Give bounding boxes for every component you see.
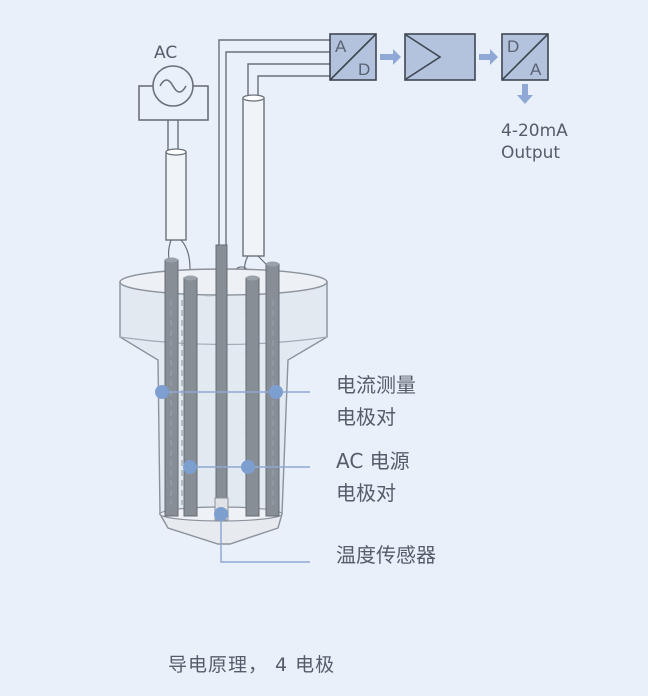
signal-wires — [218, 39, 330, 245]
output-line1: 4-20mA — [501, 121, 568, 141]
current-electrode-label-1: 电流测量 — [336, 373, 416, 397]
ac-electrode-label-1: AC 电源 — [336, 449, 410, 473]
marker-dot — [269, 385, 283, 399]
amplifier-block — [404, 33, 476, 81]
electrodes — [164, 244, 280, 521]
marker-dot — [241, 460, 255, 474]
measurement-cable-tube — [242, 94, 265, 257]
ad-top-label: A — [335, 37, 347, 56]
ac-electrode-label-2: 电极对 — [336, 481, 396, 505]
ac-label: AC — [154, 43, 177, 63]
arrow-right-icon — [479, 49, 498, 65]
da-top-label: D — [507, 37, 519, 56]
marker-dot — [155, 385, 169, 399]
marker-dots — [155, 385, 283, 521]
da-converter-block: D A — [501, 33, 549, 81]
ac-cable-tube — [165, 148, 187, 241]
marker-dot — [183, 460, 197, 474]
ac-wire — [167, 120, 179, 152]
sine-wave-icon — [159, 79, 187, 93]
ac-source: AC — [138, 43, 209, 152]
ad-bottom-label: D — [358, 60, 370, 79]
marker-dot — [214, 507, 228, 521]
electrode — [245, 277, 260, 517]
output-line2: Output — [501, 143, 560, 163]
current-electrode-label-2: 电极对 — [336, 405, 396, 429]
arrow-right-icon — [380, 49, 401, 65]
temperature-probe-rod — [215, 244, 228, 506]
ad-converter-block: A D — [329, 33, 377, 81]
arrow-down-icon — [517, 84, 533, 104]
da-bottom-label: A — [530, 60, 542, 79]
temperature-sensor-label: 温度传感器 — [336, 543, 436, 567]
amplifier-icon — [405, 34, 442, 80]
electrode — [183, 277, 198, 517]
figure-caption: 导电原理， 4 电极 — [168, 654, 336, 676]
